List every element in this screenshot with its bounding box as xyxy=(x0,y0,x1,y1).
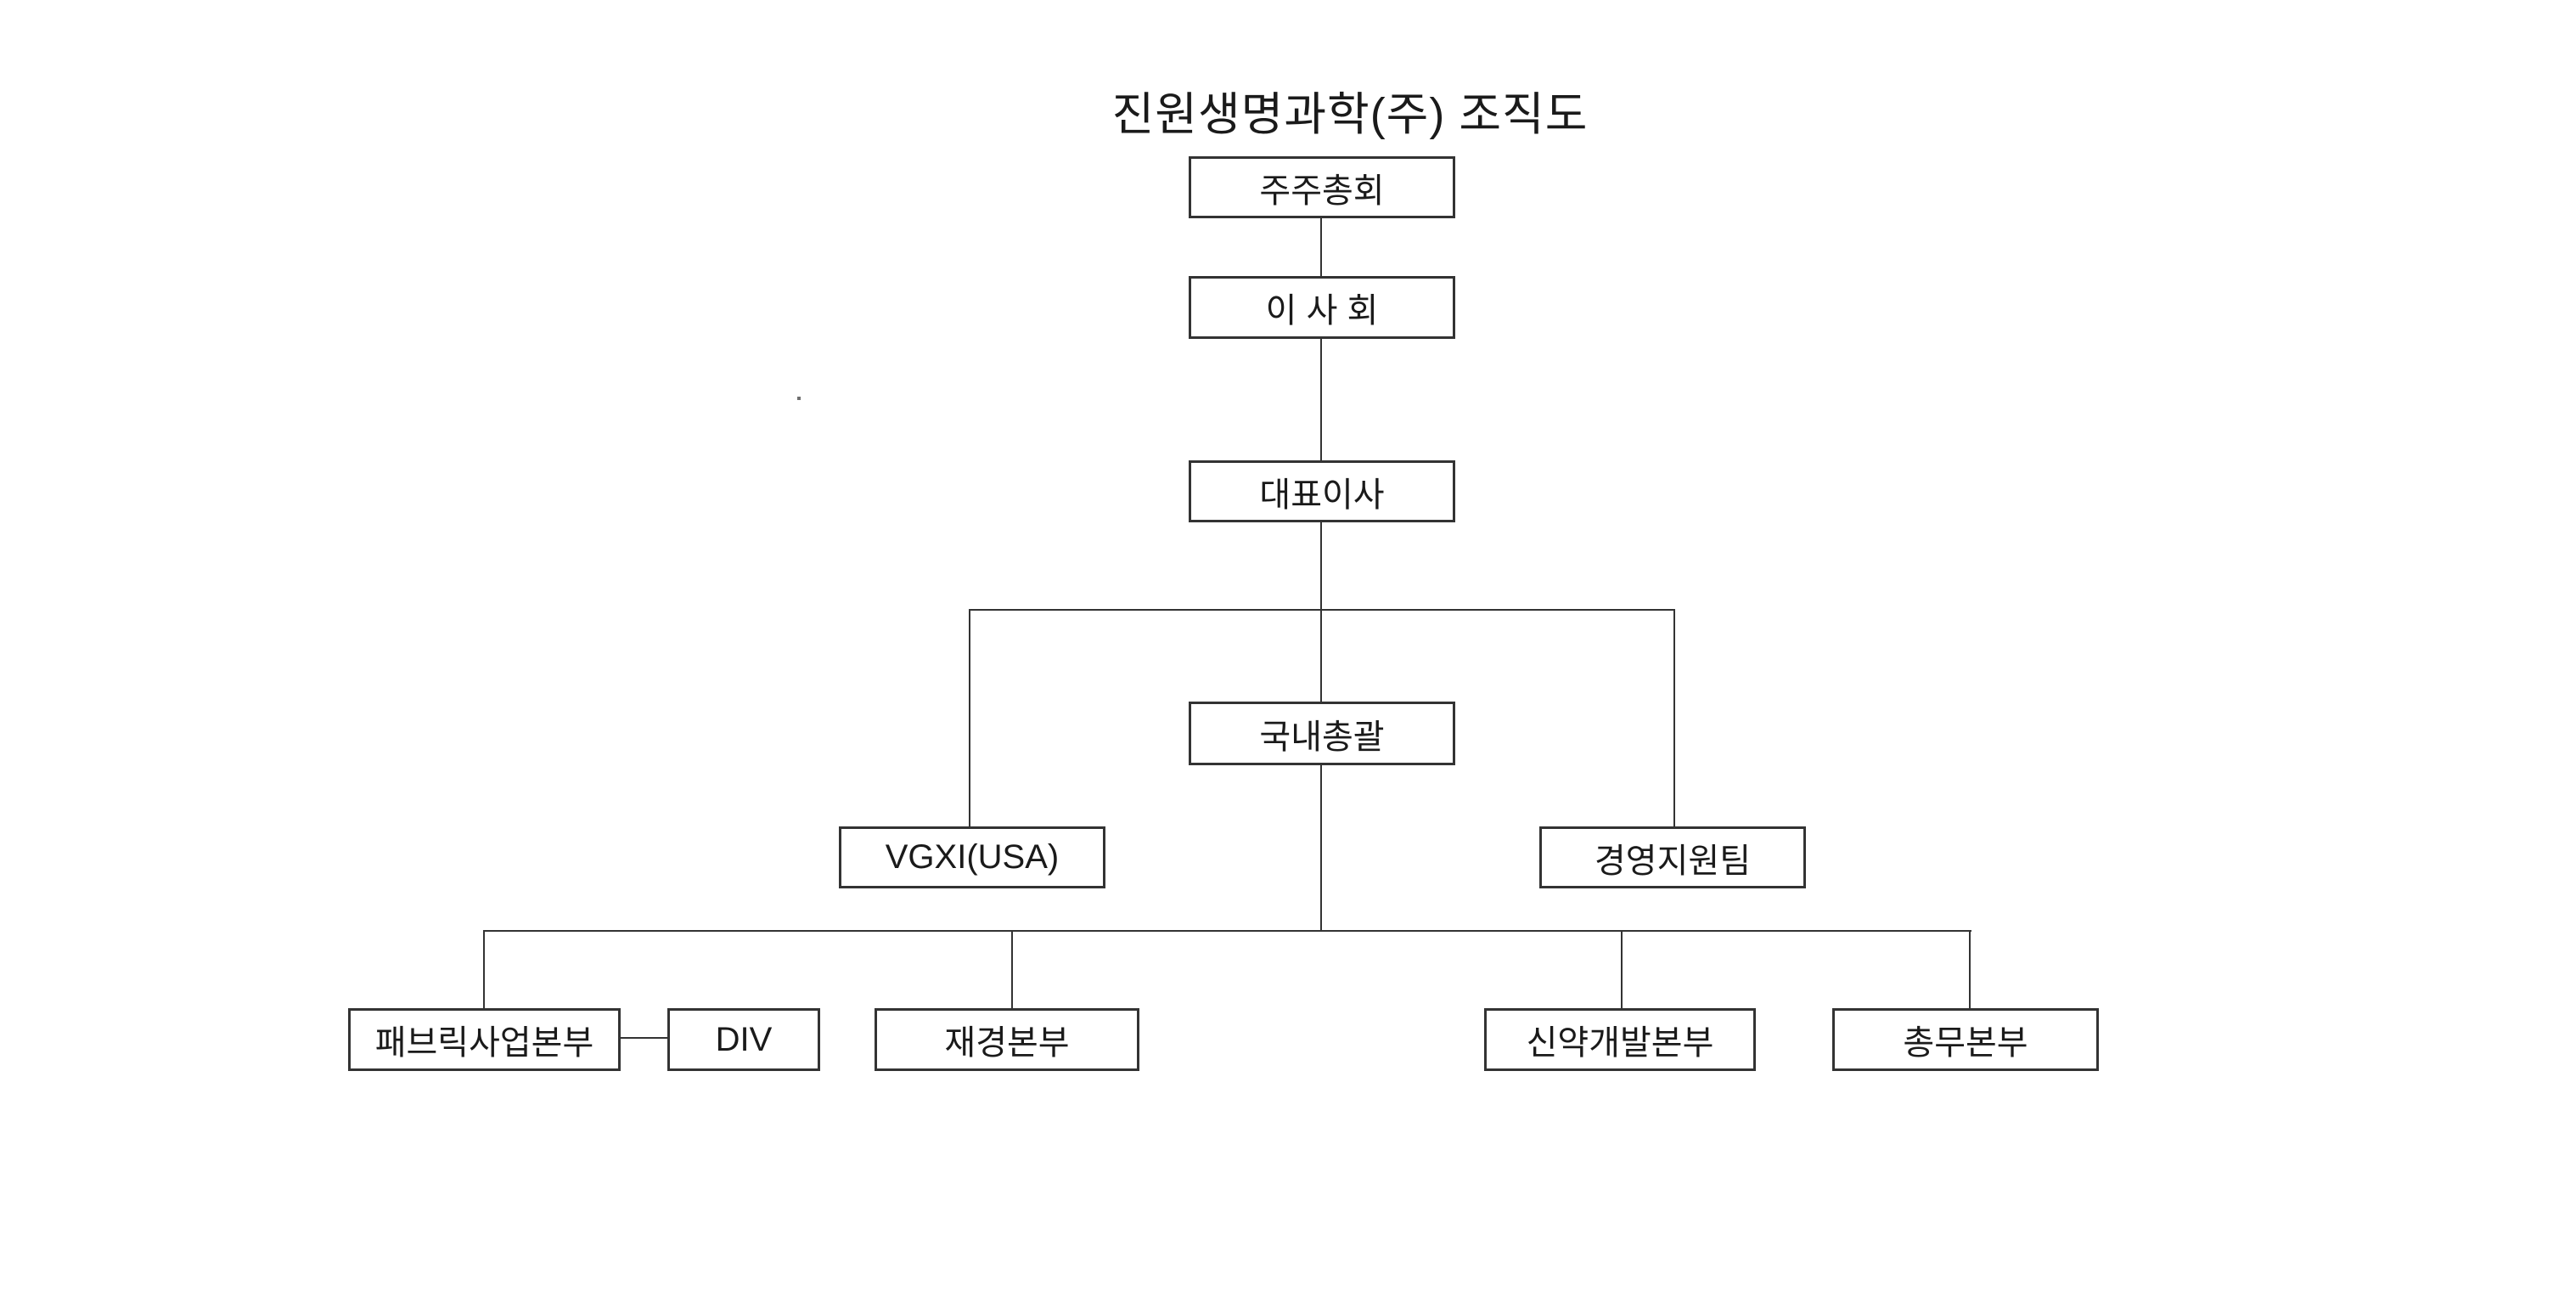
connector-fabric-div xyxy=(620,1037,668,1039)
org-node-domestic-operations: 국내총괄 xyxy=(1189,702,1455,765)
org-node-general-affairs-division: 총무본부 xyxy=(1832,1008,2099,1071)
org-node-shareholders-meeting-label: 주주총회 xyxy=(1259,172,1385,210)
org-node-management-support-team: 경영지원팀 xyxy=(1539,826,1806,888)
org-node-fabric-business-division: 패브릭사업본부 xyxy=(348,1008,621,1071)
stray-dot xyxy=(797,397,801,400)
org-node-vgxi-usa-label: VGXI(USA) xyxy=(885,838,1060,876)
connector-branch1-vgxi xyxy=(969,609,970,827)
org-node-new-drug-development-division-label: 신약개발본부 xyxy=(1526,1024,1714,1062)
org-node-shareholders-meeting: 주주총회 xyxy=(1189,156,1455,218)
org-node-ceo-label: 대표이사 xyxy=(1259,476,1385,514)
connector-branch2-general-affairs xyxy=(1969,930,1971,1009)
connector-board-ceo xyxy=(1320,337,1322,461)
org-node-general-affairs-division-label: 총무본부 xyxy=(1903,1024,2028,1062)
connector-branch2-horizontal xyxy=(483,930,1971,932)
chart-title: 진원생명과학(주) 조직도 xyxy=(1111,89,1589,140)
org-node-finance-division: 재경본부 xyxy=(875,1008,1139,1071)
org-node-board-of-directors: 이 사 회 xyxy=(1189,276,1455,339)
connector-branch2-fabric xyxy=(483,930,485,1009)
org-node-div-unit: DIV xyxy=(667,1008,820,1071)
org-node-finance-division-label: 재경본부 xyxy=(944,1024,1070,1062)
org-node-fabric-business-division-label: 패브릭사업본부 xyxy=(374,1024,594,1062)
connector-branch2-finance xyxy=(1011,930,1013,1009)
connector-branch1-mgmt-support xyxy=(1673,609,1675,827)
connector-domestic-branch2 xyxy=(1320,764,1322,931)
org-node-vgxi-usa: VGXI(USA) xyxy=(839,826,1105,888)
org-node-board-of-directors-label: 이 사 회 xyxy=(1265,292,1379,330)
org-node-div-unit-label: DIV xyxy=(715,1020,773,1058)
connector-shareholders-board xyxy=(1320,217,1322,277)
org-node-management-support-team-label: 경영지원팀 xyxy=(1595,842,1751,880)
connector-ceo-domestic xyxy=(1320,521,1322,702)
org-node-ceo: 대표이사 xyxy=(1189,460,1455,522)
connector-branch1-horizontal xyxy=(969,609,1675,611)
connector-branch2-drug-dev xyxy=(1621,930,1623,1009)
org-node-new-drug-development-division: 신약개발본부 xyxy=(1484,1008,1756,1071)
org-node-domestic-operations-label: 국내총괄 xyxy=(1259,718,1385,756)
